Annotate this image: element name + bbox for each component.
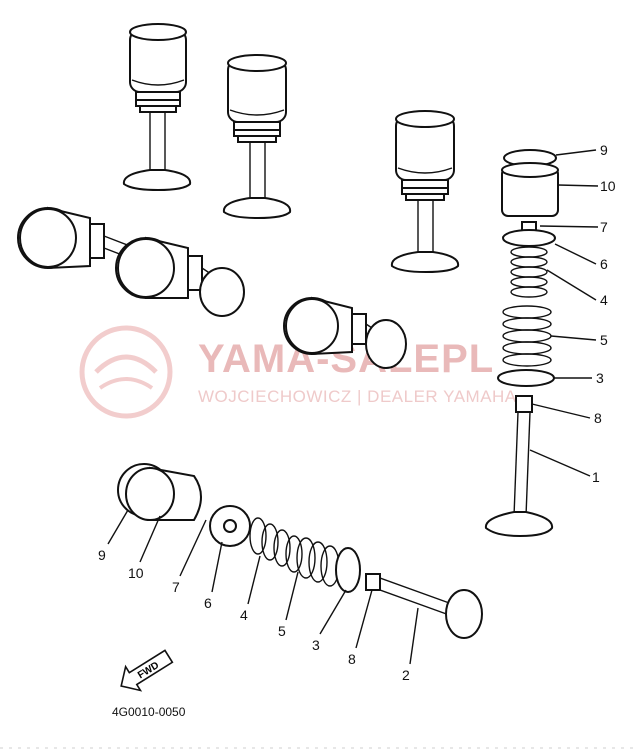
callout-bottom-8: 8	[348, 651, 356, 667]
inner-spring-part-4	[510, 246, 548, 298]
callout-right-8: 8	[594, 410, 602, 426]
watermark-dealer-line: WOJCIECHOWICZ | DEALER YAMAHA	[198, 387, 517, 406]
callout-bottom-3: 3	[312, 637, 320, 653]
fwd-arrow-icon: FWD	[120, 649, 174, 692]
outer-spring-part-5	[502, 305, 552, 367]
exploded-valve-bottom	[117, 463, 483, 639]
upright-valve-3	[390, 110, 460, 274]
callout-right-6: 6	[600, 256, 608, 272]
spring-seat-part-3-bottom	[335, 547, 361, 593]
callout-bottom-9: 9	[98, 547, 106, 563]
callout-right-1: 1	[592, 469, 600, 485]
stem-seal-part-8-bottom	[365, 573, 381, 591]
callout-leaders-bottom	[107, 509, 419, 665]
callout-right-7: 7	[600, 219, 608, 235]
callout-bottom-10: 10	[128, 565, 144, 581]
spring-seat-part-3	[497, 369, 555, 387]
callout-right-5: 5	[600, 332, 608, 348]
lifter-part-10-bottom	[125, 466, 202, 521]
callout-bottom-2: 2	[402, 667, 410, 683]
watermark-logo-icon	[79, 325, 173, 419]
callout-numbers-right: 9 10 7 6 4 5 3 8 1	[592, 142, 616, 485]
callout-bottom-6: 6	[204, 595, 212, 611]
callout-right-9: 9	[600, 142, 608, 158]
horizontal-valve-middle	[283, 296, 407, 369]
valve-part-1	[484, 411, 554, 538]
callout-right-10: 10	[600, 178, 616, 194]
upright-valve-1	[122, 23, 192, 192]
upright-valve-2	[222, 54, 292, 220]
horizontal-valve-left-1	[17, 206, 131, 270]
callout-right-4: 4	[600, 292, 608, 308]
callout-numbers-bottom: 9 10 7 6 4 5 3 8 2	[98, 547, 410, 683]
horizontal-valve-left-2	[115, 236, 245, 317]
callout-leaders-right	[529, 149, 599, 477]
callout-right-3: 3	[596, 370, 604, 386]
exploded-valve-right	[484, 149, 559, 538]
drawing-code: 4G0010-0050	[112, 705, 186, 719]
callout-bottom-4: 4	[240, 607, 248, 623]
callout-bottom-5: 5	[278, 623, 286, 639]
callout-bottom-7: 7	[172, 579, 180, 595]
lifter-part-10	[501, 162, 559, 217]
valve-part-2	[379, 577, 483, 639]
retainer-part-6	[502, 229, 556, 247]
stem-seal-part-8	[515, 395, 533, 413]
springs-bottom	[249, 517, 340, 587]
